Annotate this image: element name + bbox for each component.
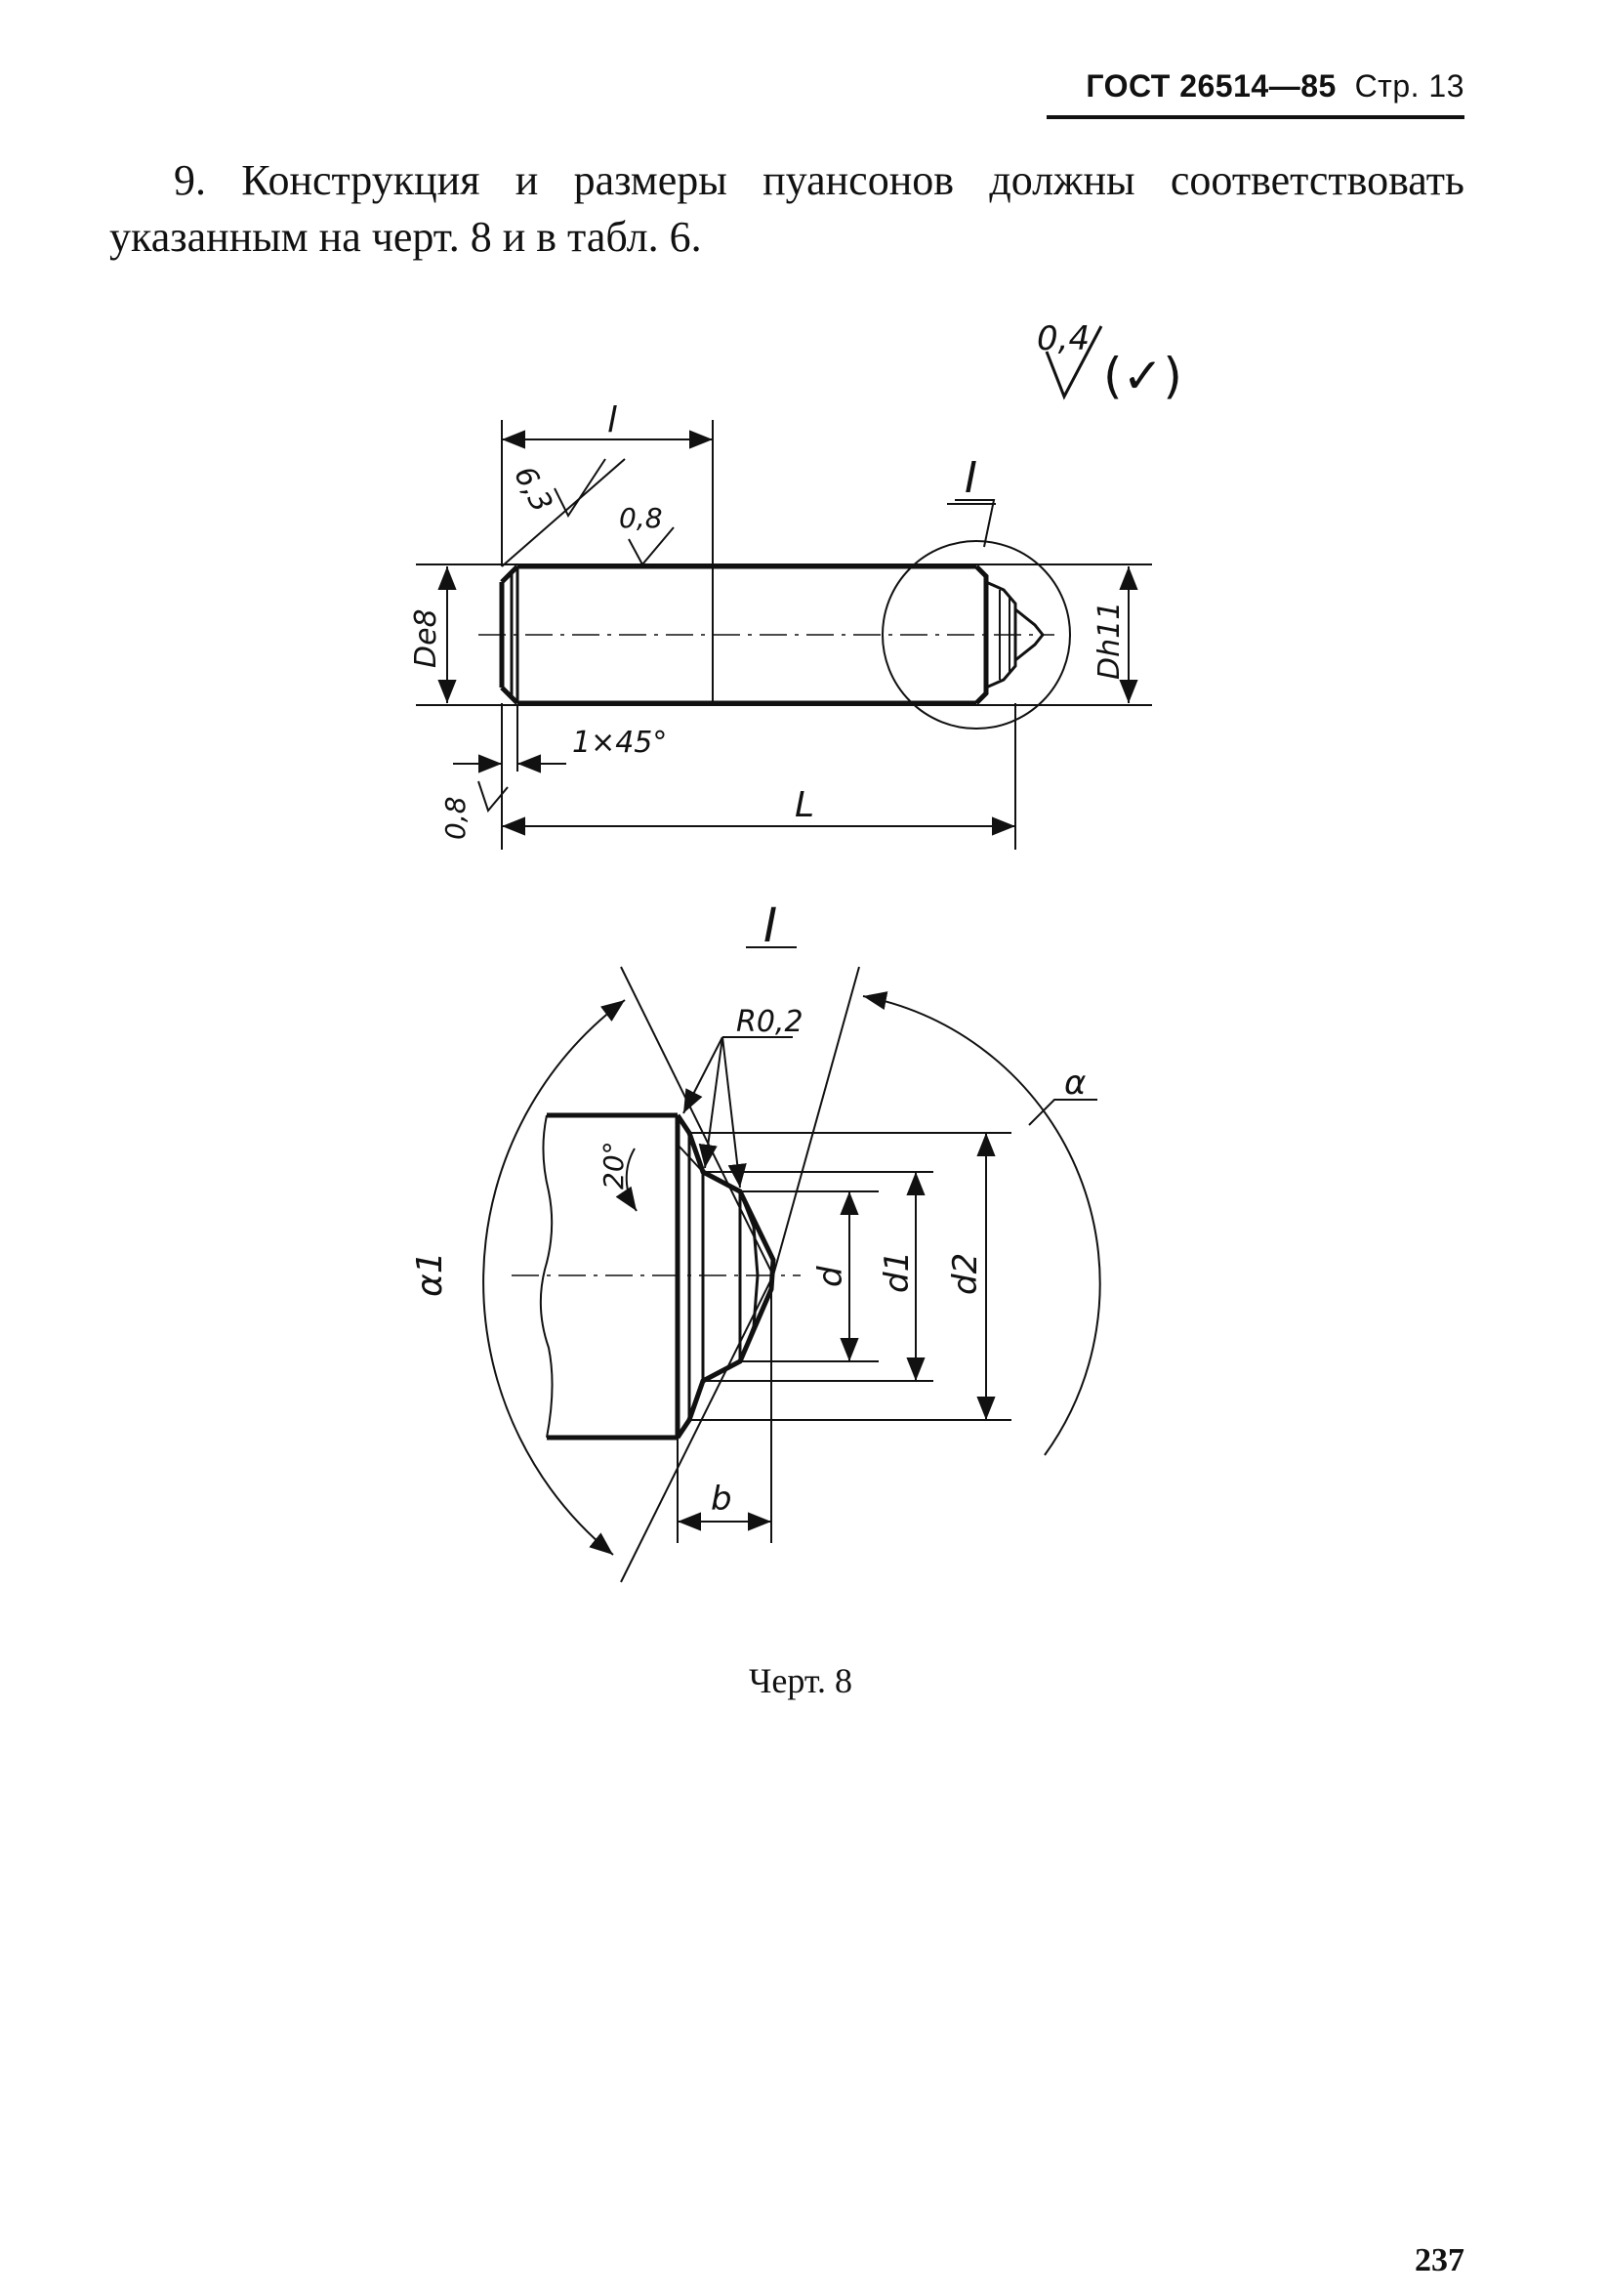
paragraph: 9. Конструкция и размеры пуансонов должн…: [109, 152, 1464, 266]
detail-mark-title: I: [763, 898, 777, 953]
paragraph-line-2: указанным на черт. 8 и в табл. 6.: [109, 213, 702, 261]
roughness-0-8-top: 0,8: [619, 502, 663, 534]
page-number: 237: [1415, 2242, 1464, 2278]
detail-view: I α1 α R0,2 20°: [410, 898, 1101, 1583]
dim-L: L: [795, 785, 814, 825]
roughness-bracket: (✓): [1103, 348, 1182, 404]
angle-20: 20°: [597, 1141, 630, 1190]
roughness-0-8-bottom: 0,8: [439, 796, 472, 840]
roughness-general: 0,4: [1037, 319, 1090, 358]
header-rule: [1047, 115, 1464, 119]
dim-chamfer: 1×45°: [572, 726, 667, 760]
angle-alpha: α: [1064, 1064, 1086, 1103]
figure-caption: Черт. 8: [749, 1661, 852, 1700]
page-label: Стр. 13: [1354, 68, 1464, 104]
dim-d: d: [811, 1266, 850, 1287]
dim-l: l: [607, 400, 617, 440]
dim-d2: d2: [946, 1253, 985, 1295]
dim-b: b: [711, 1480, 732, 1519]
dim-de8: De8: [409, 608, 443, 668]
dim-d1: d1: [878, 1251, 917, 1293]
angle-alpha1: α1: [410, 1251, 450, 1297]
detail-mark-top: I: [965, 453, 977, 503]
paragraph-line-1: 9. Конструкция и размеры пуансонов должн…: [174, 156, 1464, 204]
page-header: ГОСТ 26514—85 Стр. 13: [1047, 68, 1464, 104]
punch-side-view: I l 6,3 0,8 0,4 (✓) De8 Dh11 1×45° 0,8: [409, 319, 1182, 850]
gost-number: ГОСТ 26514—85: [1086, 68, 1337, 104]
radius-label: R0,2: [736, 1005, 804, 1039]
dim-dh11: Dh11: [1092, 602, 1127, 680]
roughness-6-3: 6,3: [507, 461, 558, 519]
